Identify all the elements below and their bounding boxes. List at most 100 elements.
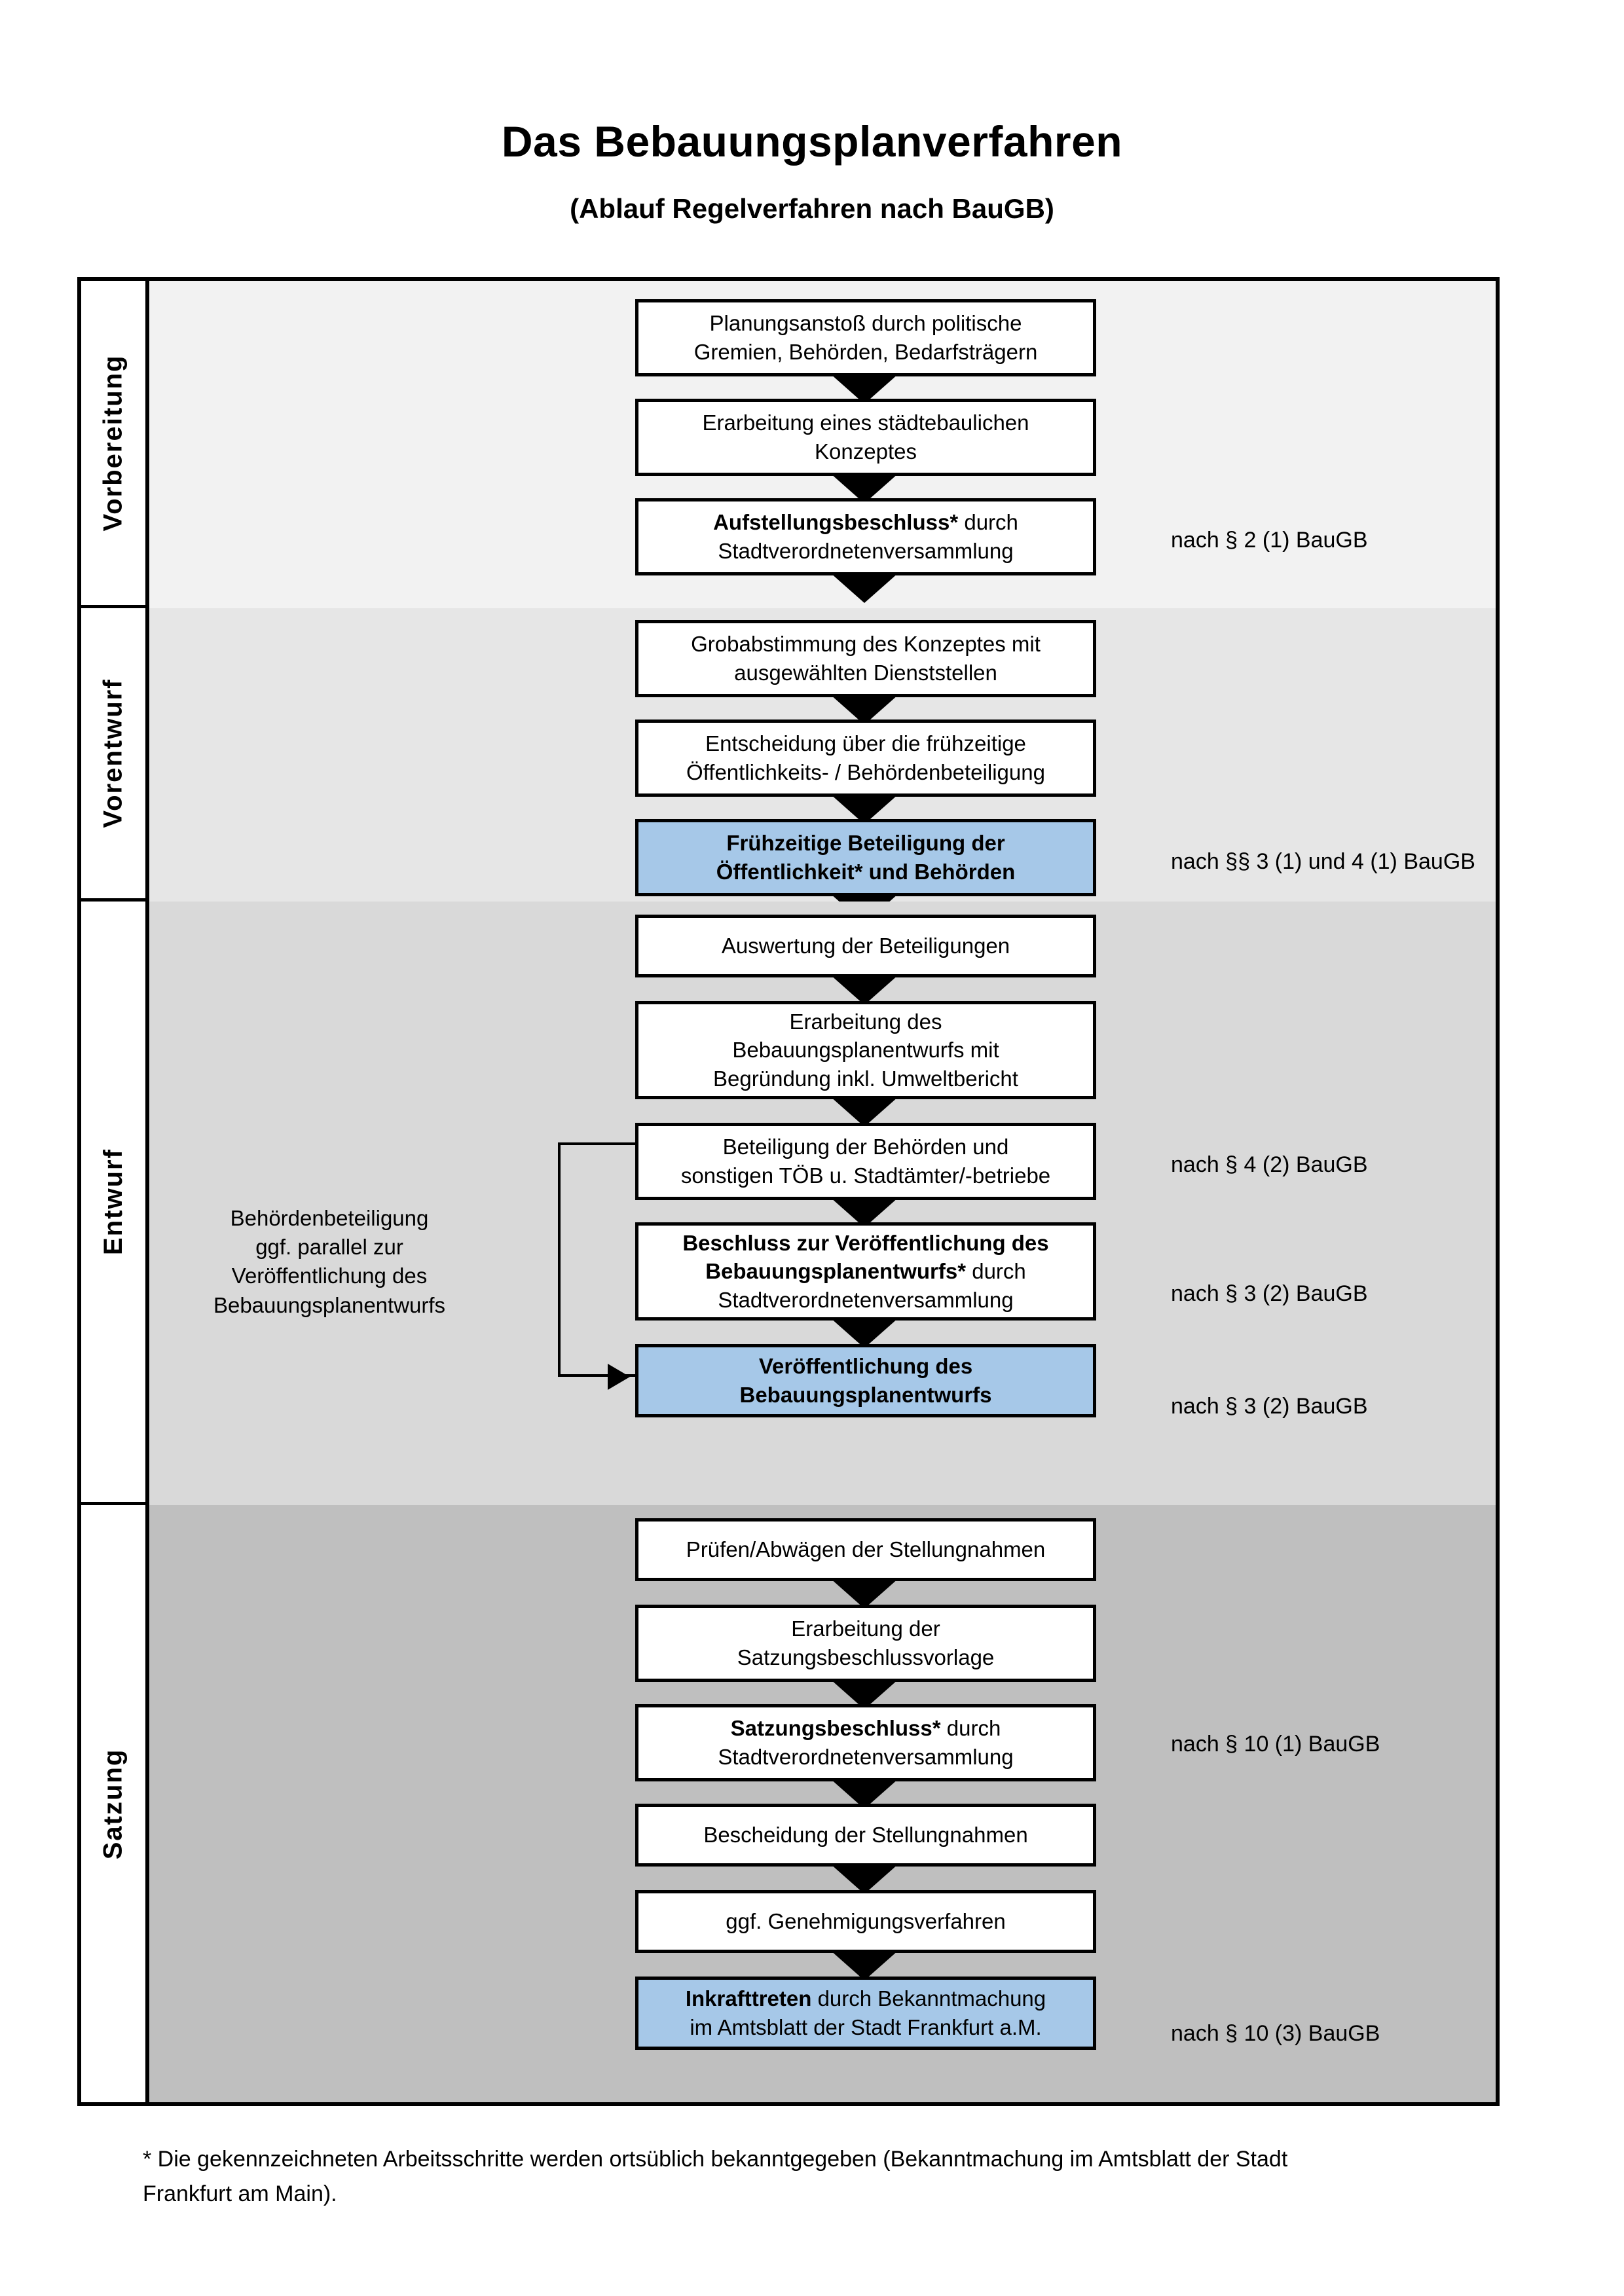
step-line: Bebauungsplanentwurfs mit: [732, 1038, 999, 1063]
step-line: Bebauungsplanentwurfs* durch: [682, 1257, 1048, 1286]
step-line: Konzeptes: [815, 439, 917, 464]
phase-body-vorbereitung: Planungsanstoß durch politische Gremien,…: [149, 281, 1496, 608]
footnote-line: Frankfurt am Main).: [143, 2181, 337, 2206]
step-box-fruehzeitige-beteiligung[interactable]: Frühzeitige Beteiligung der Öffentlichke…: [635, 819, 1096, 896]
title-block: Das Bebauungsplanverfahren (Ablauf Regel…: [0, 0, 1624, 225]
flow-arrow-icon: [830, 573, 898, 603]
phase-label-text: Satzung: [98, 1748, 128, 1859]
step-box-satzungsbeschluss[interactable]: Satzungsbeschluss* durch Stadtverordnete…: [635, 1704, 1096, 1781]
flow-arrow-icon: [830, 1578, 898, 1609]
step-box-erarbeitung-entwurf[interactable]: Erarbeitung des Bebauungsplanentwurfs mi…: [635, 1001, 1096, 1099]
step-bold: Satzungsbeschluss*: [730, 1716, 941, 1741]
step-bold: Bebauungsplanentwurfs*: [705, 1259, 967, 1284]
step-line: Inkrafttreten durch Bekanntmachung: [686, 1984, 1046, 2013]
step-line: Beteiligung der Behörden und: [722, 1135, 1009, 1159]
step-line: Bebauungsplanentwurfs: [739, 1383, 992, 1407]
phase-label-entwurf: Entwurf: [81, 902, 149, 1505]
step-line: Prüfen/Abwägen der Stellungnahmen: [686, 1537, 1046, 1562]
step-line: ausgewählten Dienststellen: [734, 661, 997, 685]
step-line: Satzungsbeschluss* durch: [718, 1714, 1013, 1743]
step-line: Planungsanstoß durch politische: [709, 311, 1022, 336]
legal-reference-1: nach § 2 (1) BauGB: [1171, 528, 1368, 553]
phase-label-text: Entwurf: [98, 1148, 128, 1255]
feedback-arrow-icon: [608, 1364, 630, 1390]
step-line: Begründung inkl. Umweltbericht: [713, 1066, 1018, 1091]
phase-body-satzung: Prüfen/Abwägen der Stellungnahmen Erarbe…: [149, 1505, 1496, 2102]
phase-entwurf: Entwurf Auswertung der Beteiligungen Era…: [81, 902, 1496, 1505]
step-box-inkrafttreten[interactable]: Inkrafttreten durch Bekanntmachung im Am…: [635, 1977, 1096, 2050]
flow-arrow-icon: [830, 975, 898, 1005]
step-line: Gremien, Behörden, Bedarfsträgern: [693, 340, 1038, 364]
footnote-line: * Die gekennzeichneten Arbeitsschritte w…: [143, 2147, 1288, 2172]
phase-label-text: Vorbereitung: [98, 354, 128, 532]
step-line: Entscheidung über die frühzeitige: [705, 731, 1026, 756]
phase-vorbereitung: Vorbereitung Planungsanstoß durch politi…: [81, 281, 1496, 608]
step-box-genehmigungsverfahren[interactable]: ggf. Genehmigungsverfahren: [635, 1890, 1096, 1953]
step-line: sonstigen TÖB u. Stadtämter/-betriebe: [680, 1163, 1051, 1188]
step-box-aufstellungsbeschluss[interactable]: Aufstellungsbeschluss* durch Stadtverord…: [635, 498, 1096, 575]
step-line: Veröffentlichung des: [758, 1354, 973, 1379]
step-line: Frühzeitige Beteiligung der: [726, 831, 1005, 856]
step-line: Bescheidung der Stellungnahmen: [703, 1823, 1028, 1848]
step-rest: durch: [940, 1716, 1001, 1741]
step-line: Öffentlichkeit* und Behörden: [716, 860, 1016, 884]
side-note-line: ggf. parallel zur: [255, 1235, 403, 1260]
step-bold: Inkrafttreten: [685, 1986, 812, 2011]
step-box-grobabstimmung[interactable]: Grobabstimmung des Konzeptes mit ausgewä…: [635, 620, 1096, 697]
step-rest: durch Bekanntmachung: [811, 1986, 1046, 2011]
legal-reference-4: nach § 3 (2) BauGB: [1171, 1281, 1368, 1306]
side-note-line: Veröffentlichung des: [231, 1264, 428, 1288]
side-note-line: Bebauungsplanentwurfs: [213, 1292, 446, 1317]
step-rest: durch: [958, 510, 1018, 535]
step-box-veroeffentlichung-entwurf[interactable]: Veröffentlichung des Bebauungsplanentwur…: [635, 1344, 1096, 1417]
step-line: Stadtverordnetenversammlung: [718, 1287, 1014, 1312]
step-line: Erarbeitung eines städtebaulichen: [702, 410, 1029, 435]
step-line: Stadtverordnetenversammlung: [718, 1745, 1014, 1769]
flow-arrow-icon: [830, 1864, 898, 1894]
step-box-staedtebauliches-konzept[interactable]: Erarbeitung eines städtebaulichen Konzep…: [635, 399, 1096, 476]
page-subtitle: (Ablauf Regelverfahren nach BauGB): [570, 192, 1054, 224]
step-rest: durch: [966, 1259, 1026, 1284]
phase-label-vorbereitung: Vorbereitung: [81, 281, 149, 608]
step-bold: Beschluss zur Veröffentlichung des: [682, 1230, 1049, 1255]
step-box-satzungsbeschlussvorlage[interactable]: Erarbeitung der Satzungsbeschlussvorlage: [635, 1605, 1096, 1682]
flowchart-frame: Vorbereitung Planungsanstoß durch politi…: [77, 277, 1500, 2106]
phase-label-text: Vorentwurf: [98, 678, 128, 828]
legal-reference-6: nach § 10 (1) BauGB: [1171, 1732, 1380, 1757]
step-line: ggf. Genehmigungsverfahren: [726, 1909, 1006, 1934]
phase-satzung: Satzung Prüfen/Abwägen der Stellungnahme…: [81, 1505, 1496, 2102]
step-box-bescheidung-stellungnahmen[interactable]: Bescheidung der Stellungnahmen: [635, 1804, 1096, 1867]
step-box-auswertung-beteiligungen[interactable]: Auswertung der Beteiligungen: [635, 915, 1096, 977]
step-line: Auswertung der Beteiligungen: [721, 934, 1010, 958]
step-line: Aufstellungsbeschluss* durch: [713, 508, 1018, 537]
step-box-beschluss-veroeffentlichung[interactable]: Beschluss zur Veröffentlichung des Bebau…: [635, 1222, 1096, 1321]
footnote: * Die gekennzeichneten Arbeitsschritte w…: [143, 2142, 1500, 2211]
flow-arrow-icon: [830, 1950, 898, 1980]
legal-reference-7: nach § 10 (3) BauGB: [1171, 2021, 1380, 2046]
step-line: Erarbeitung der: [791, 1616, 940, 1641]
page-title: Das Bebauungsplanverfahren: [501, 117, 1123, 166]
step-box-pruefen-abwaegen[interactable]: Prüfen/Abwägen der Stellungnahmen: [635, 1518, 1096, 1581]
step-line: Öffentlichkeits- / Behördenbeteiligung: [686, 760, 1045, 784]
side-note-line: Behördenbeteiligung: [230, 1206, 429, 1230]
legal-reference-2: nach §§ 3 (1) und 4 (1) BauGB: [1171, 849, 1475, 874]
step-box-planungsanstoss[interactable]: Planungsanstoß durch politische Gremien,…: [635, 299, 1096, 376]
side-note-behoerdenbeteiligung: Behördenbeteiligung ggf. parallel zur Ve…: [189, 1204, 470, 1320]
step-box-entscheidung-fruehzeitige[interactable]: Entscheidung über die frühzeitige Öffent…: [635, 720, 1096, 797]
feedback-bracket-connector: [558, 1142, 637, 1377]
step-box-beteiligung-behoerden[interactable]: Beteiligung der Behörden und sonstigen T…: [635, 1123, 1096, 1200]
step-line: Beschluss zur Veröffentlichung des: [682, 1229, 1048, 1258]
step-line: im Amtsblatt der Stadt Frankfurt a.M.: [690, 2015, 1042, 2039]
phase-body-entwurf: Auswertung der Beteiligungen Erarbeitung…: [149, 902, 1496, 1505]
phase-label-vorentwurf: Vorentwurf: [81, 608, 149, 902]
step-line: Stadtverordnetenversammlung: [718, 539, 1014, 563]
flow-arrow-icon: [830, 1318, 898, 1348]
phase-label-satzung: Satzung: [81, 1505, 149, 2102]
step-line: Satzungsbeschlussvorlage: [737, 1645, 995, 1669]
step-line: Erarbeitung des: [789, 1009, 942, 1034]
legal-reference-3: nach § 4 (2) BauGB: [1171, 1152, 1368, 1177]
flow-arrow-icon: [830, 1097, 898, 1127]
step-line: Grobabstimmung des Konzeptes mit: [691, 632, 1041, 657]
step-bold: Aufstellungsbeschluss*: [713, 510, 959, 535]
phase-body-vorentwurf: Grobabstimmung des Konzeptes mit ausgewä…: [149, 608, 1496, 924]
